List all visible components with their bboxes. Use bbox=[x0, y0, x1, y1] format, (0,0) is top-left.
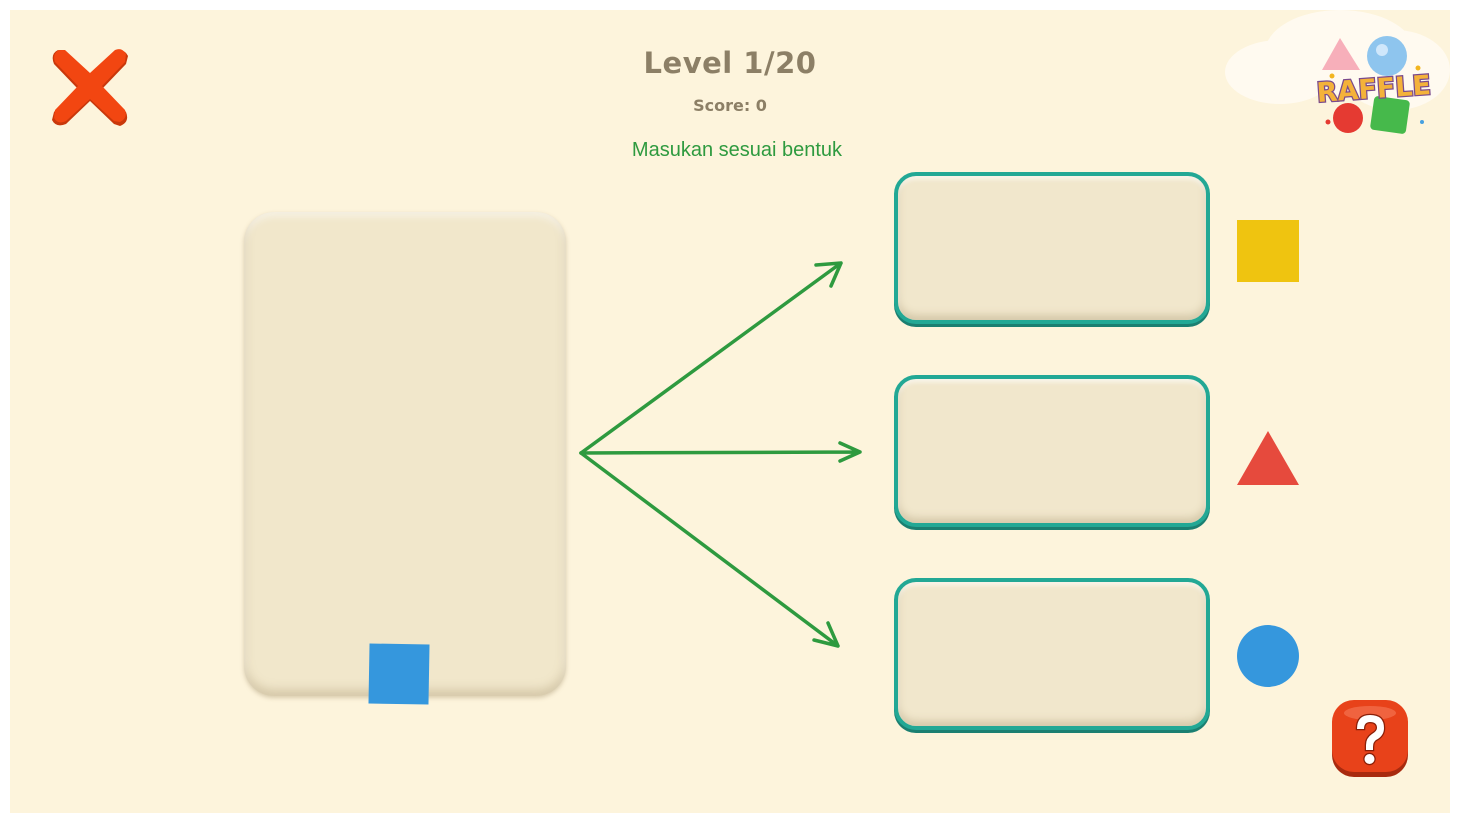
arrow-to-middle-box bbox=[579, 441, 862, 463]
blue-circle-shape bbox=[1237, 625, 1299, 687]
score-label: Score: 0 bbox=[693, 96, 767, 115]
level-title: Level 1/20 bbox=[643, 46, 817, 80]
question-mark-icon bbox=[1355, 713, 1386, 766]
red-triangle-shape bbox=[1237, 431, 1299, 485]
arrow-to-top-box bbox=[579, 261, 843, 455]
instruction-text: Masukan sesuai bentuk bbox=[631, 139, 843, 161]
guide-arrows bbox=[579, 261, 862, 648]
close-x-icon bbox=[52, 49, 128, 126]
game-stage: Level 1/20 Score: 0 Masukan sesuai bentu… bbox=[10, 10, 1450, 813]
target-box-square[interactable] bbox=[894, 172, 1210, 324]
target-box-circle[interactable] bbox=[894, 578, 1210, 730]
help-button[interactable] bbox=[1330, 699, 1410, 779]
yellow-square-shape bbox=[1237, 220, 1299, 282]
logo-text: RAFFLE bbox=[1316, 70, 1432, 109]
arrow-to-bottom-box bbox=[579, 451, 840, 648]
raffle-logo: RAFFLE bbox=[1315, 36, 1433, 134]
target-box-triangle[interactable] bbox=[894, 375, 1210, 527]
draggable-blue-square-piece[interactable] bbox=[368, 643, 430, 705]
close-button[interactable] bbox=[50, 48, 130, 128]
source-tray bbox=[244, 212, 566, 696]
